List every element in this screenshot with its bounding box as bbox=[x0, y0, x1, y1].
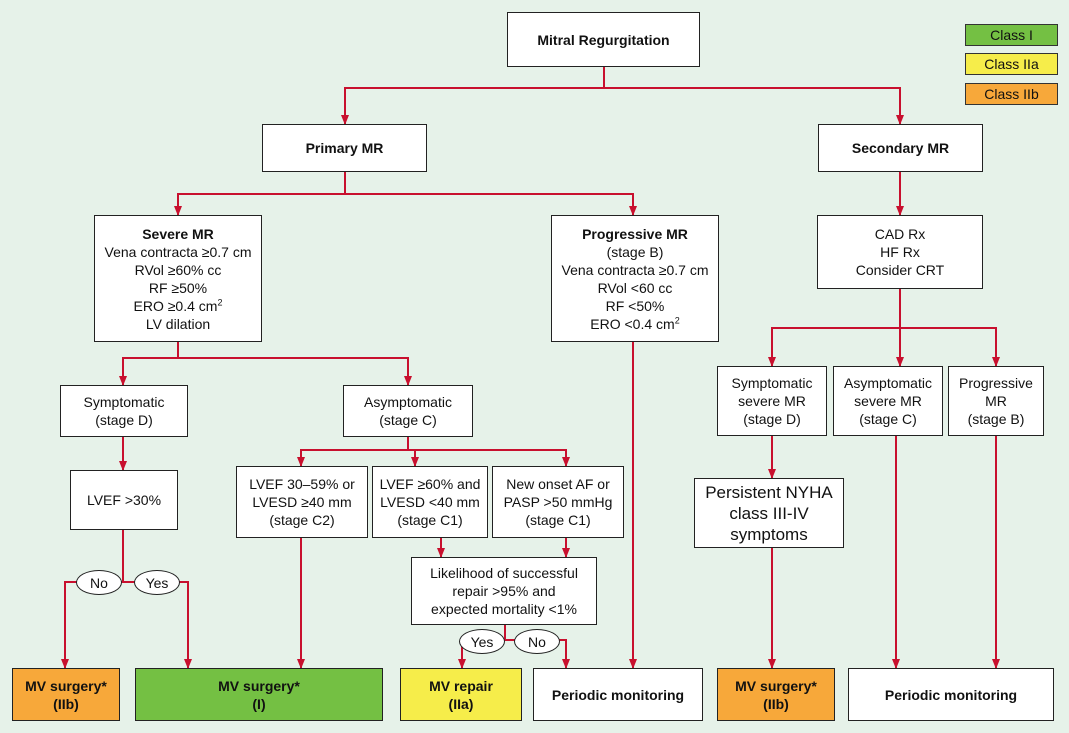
outcome-mv-surgery-iib-primary: MV surgery* (IIb) bbox=[12, 668, 120, 721]
node-symptomatic-stage-d: Symptomatic (stage D) bbox=[60, 385, 188, 437]
node-stage-c2: LVEF 30–59% or LVESD ≥40 mm (stage C2) bbox=[236, 466, 368, 538]
node-progressive-mr: Progressive MR (stage B) Vena contracta … bbox=[551, 215, 719, 342]
node-likelihood-repair: Likelihood of successful repair >95% and… bbox=[411, 557, 597, 625]
node-persistent-nyha: Persistent NYHA class III-IV symptoms bbox=[694, 478, 844, 548]
decision-no-lvef: No bbox=[76, 570, 122, 595]
legend-class-iia: Class IIa bbox=[965, 53, 1058, 75]
outcome-mv-surgery-iib-secondary: MV surgery* (IIb) bbox=[717, 668, 835, 721]
decision-yes-lvef: Yes bbox=[134, 570, 180, 595]
node-secondary-mr: Secondary MR bbox=[818, 124, 983, 172]
outcome-mv-surgery-i: MV surgery* (I) bbox=[135, 668, 383, 721]
legend-class-i: Class I bbox=[965, 24, 1058, 46]
legend-class-iib: Class IIb bbox=[965, 83, 1058, 105]
node-asymptomatic-stage-c: Asymptomatic (stage C) bbox=[343, 385, 473, 437]
node-primary-mr: Primary MR bbox=[262, 124, 427, 172]
node-lvef-30: LVEF >30% bbox=[70, 470, 178, 530]
node-stage-c1-af: New onset AF or PASP >50 mmHg (stage C1) bbox=[492, 466, 624, 538]
node-stage-c1-lvef: LVEF ≥60% and LVESD <40 mm (stage C1) bbox=[372, 466, 488, 538]
decision-yes-likelihood: Yes bbox=[459, 629, 505, 654]
node-secondary-rx: CAD Rx HF Rx Consider CRT bbox=[817, 215, 983, 289]
node-severe-mr: Severe MR Vena contracta ≥0.7 cm RVol ≥6… bbox=[94, 215, 262, 342]
outcome-mv-repair-iia: MV repair (IIa) bbox=[400, 668, 522, 721]
node-sec-symptomatic: Symptomatic severe MR (stage D) bbox=[717, 366, 827, 436]
node-sec-progressive: Progressive MR (stage B) bbox=[948, 366, 1044, 436]
outcome-periodic-monitoring-secondary: Periodic monitoring bbox=[848, 668, 1054, 721]
outcome-periodic-monitoring-primary: Periodic monitoring bbox=[533, 668, 703, 721]
decision-no-likelihood: No bbox=[514, 629, 560, 654]
node-mitral-regurgitation: Mitral Regurgitation bbox=[507, 12, 700, 67]
node-sec-asymptomatic: Asymptomatic severe MR (stage C) bbox=[833, 366, 943, 436]
